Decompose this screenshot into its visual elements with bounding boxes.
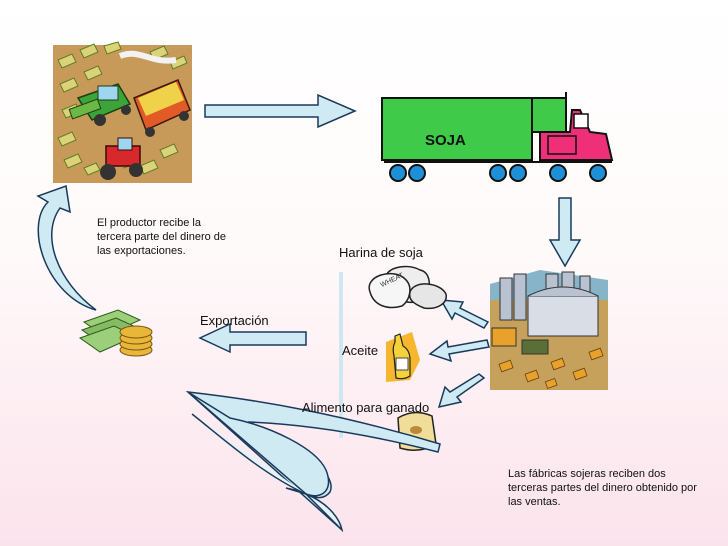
export-label: Exportación xyxy=(200,313,269,328)
field-to-truck-arrow xyxy=(204,93,357,129)
feed-label: Alimento para ganado xyxy=(302,400,430,415)
export-arrow xyxy=(198,322,307,354)
oil-bottle-illustration xyxy=(386,332,420,382)
producer-share-note: El productor recibe la tercera parte del… xyxy=(97,217,227,257)
flour-label: Harina de soja xyxy=(339,245,423,260)
truck-to-factory-arrow xyxy=(548,197,582,268)
harvest-field-illustration xyxy=(53,41,192,183)
soy-truck xyxy=(381,92,614,182)
vertical-flow-arrow xyxy=(339,272,343,438)
oil-label: Aceite xyxy=(342,343,379,358)
red-tractor xyxy=(100,137,143,180)
flour-bags-illustration: WHEAT xyxy=(368,265,447,310)
return-curve-arrow xyxy=(36,184,97,311)
grain-trailer xyxy=(133,79,191,137)
truck-cargo-label: SOJA xyxy=(425,132,466,149)
factories-share-note: Las fábricas sojeras reciben dos tercera… xyxy=(508,468,697,508)
bottom-sweep-arrow-tip xyxy=(191,413,344,533)
money-illustration xyxy=(78,309,153,357)
soy-factory-illustration xyxy=(490,270,608,390)
bottom-sweep-arrow-fold xyxy=(187,391,330,497)
factory-to-feed-arrow xyxy=(437,373,486,409)
combine-harvester xyxy=(68,83,132,126)
factory-to-flour-arrow xyxy=(439,299,490,329)
factory-to-oil-arrow xyxy=(428,339,490,363)
